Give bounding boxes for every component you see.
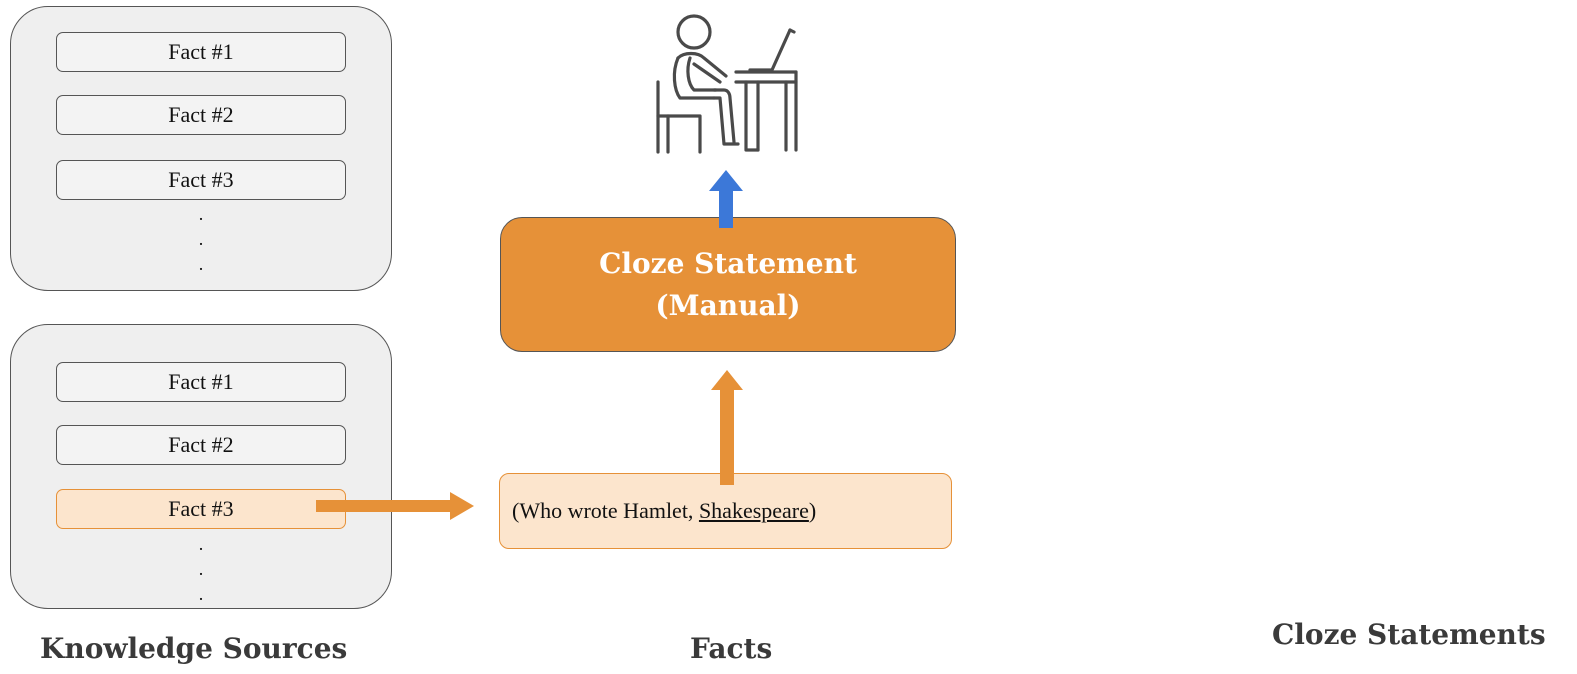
- fact-1: Fact #1: [56, 362, 346, 402]
- cloze-statement-box: Cloze Statement (Manual): [500, 217, 956, 352]
- caption-facts: Facts: [690, 632, 773, 665]
- fact-2: Fact #2: [56, 95, 346, 135]
- fact-3-highlighted: Fact #3: [56, 489, 346, 529]
- fact-3: Fact #3: [56, 160, 346, 200]
- fact-tuple-question: (Who wrote Hamlet,: [512, 498, 699, 523]
- knowledge-source-panel-2: Fact #1 Fact #2 Fact #3 . . .: [10, 324, 392, 609]
- fact-tuple-answer: Shakespeare: [698, 498, 809, 523]
- fact-2: Fact #2: [56, 425, 346, 465]
- fact-to-tuple-arrow: [316, 492, 474, 520]
- ellipsis: . . .: [198, 204, 204, 274]
- cloze-statement-title: Cloze Statement: [599, 246, 857, 280]
- knowledge-source-panel-1: Fact #1 Fact #2 Fact #3 . . .: [10, 6, 392, 291]
- cloze-statement-subtitle: (Manual): [655, 288, 801, 322]
- caption-cloze-statements: Cloze Statements: [1272, 618, 1546, 651]
- tuple-to-cloze-arrow: [711, 370, 743, 485]
- cloze-to-annotator-arrow: [709, 170, 743, 228]
- person-at-computer-icon: [656, 14, 798, 154]
- ellipsis: . . .: [198, 534, 204, 604]
- caption-knowledge-sources: Knowledge Sources: [40, 632, 348, 665]
- fact-tuple: (Who wrote Hamlet, Shakespeare): [499, 473, 952, 549]
- fact-1: Fact #1: [56, 32, 346, 72]
- fact-tuple-close: ): [808, 498, 817, 523]
